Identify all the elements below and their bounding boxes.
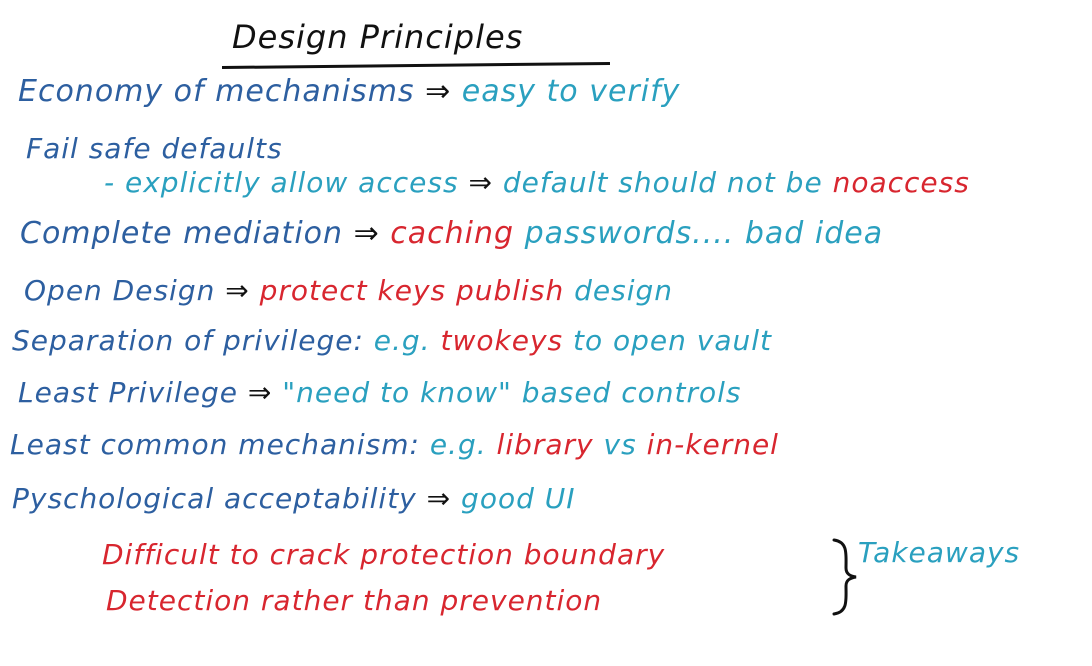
principle-leastcommon: Least common mechanism: (10, 428, 430, 461)
principle-psych: Pyschological acceptability (12, 482, 417, 515)
line-least: Least Privilege ⇒ "need to know" based c… (18, 376, 741, 409)
line-explicit: - explicitly allow access ⇒ default shou… (104, 166, 970, 199)
principle-open: Open Design (24, 274, 216, 307)
takeaway-detection: Detection rather than prevention (106, 584, 603, 617)
arrow-icon: ⇒ (247, 376, 273, 409)
principle-failsafe: Fail safe defaults (26, 132, 283, 165)
note-separation: e.g. (373, 324, 431, 357)
line-psych: Pyschological acceptability ⇒ good UI (12, 482, 576, 515)
arrow-icon: ⇒ (225, 274, 250, 307)
principle-explicit: - explicitly allow access (104, 166, 459, 199)
arrow-icon: ⇒ (426, 482, 452, 515)
arrow-icon: ⇒ (425, 74, 452, 109)
highlight-explicit: noaccess (832, 166, 970, 199)
note-economy: easy to verify (461, 74, 681, 109)
line-complete: Complete mediation ⇒ caching passwords..… (20, 216, 883, 251)
note2-leastcommon: vs (603, 428, 637, 461)
principle-least: Least Privilege (18, 376, 238, 409)
note-psych: good UI (461, 482, 576, 515)
page-title: Design Principles (232, 18, 524, 56)
line-economy: Economy of mechanisms ⇒ easy to verify (18, 74, 680, 109)
arrow-icon: ⇒ (468, 166, 493, 199)
line-failsafe: Fail safe defaults (26, 132, 283, 165)
takeaway-difficult: Difficult to crack protection boundary (102, 538, 666, 571)
principle-complete: Complete mediation (20, 216, 344, 251)
takeaways-label: Takeaways (858, 536, 1021, 569)
note-least: "need to know" based controls (282, 376, 742, 409)
line-separation: Separation of privilege: e.g. twokeys to… (12, 324, 772, 357)
highlight-leastcommon: library (496, 428, 594, 461)
note-open: design (574, 274, 674, 307)
highlight2-leastcommon: in-kernel (646, 428, 779, 461)
principle-separation: Separation of privilege: (12, 324, 374, 357)
note-complete: passwords.... bad idea (524, 216, 884, 251)
brace-icon (832, 538, 857, 616)
arrow-icon: ⇒ (353, 216, 380, 251)
note-leastcommon: e.g. (429, 428, 487, 461)
line-leastcommon: Least common mechanism: e.g. library vs … (10, 428, 779, 461)
highlight-open: protect keys publish (259, 274, 565, 307)
title-underline (221, 61, 611, 70)
line-open: Open Design ⇒ protect keys publish desig… (24, 274, 673, 307)
principle-economy: Economy of mechanisms (18, 74, 415, 109)
note-explicit: default should not be (502, 166, 823, 199)
highlight-separation: twokeys (440, 324, 564, 357)
note2-separation: to open vault (573, 324, 773, 357)
highlight-complete: caching (390, 216, 515, 251)
